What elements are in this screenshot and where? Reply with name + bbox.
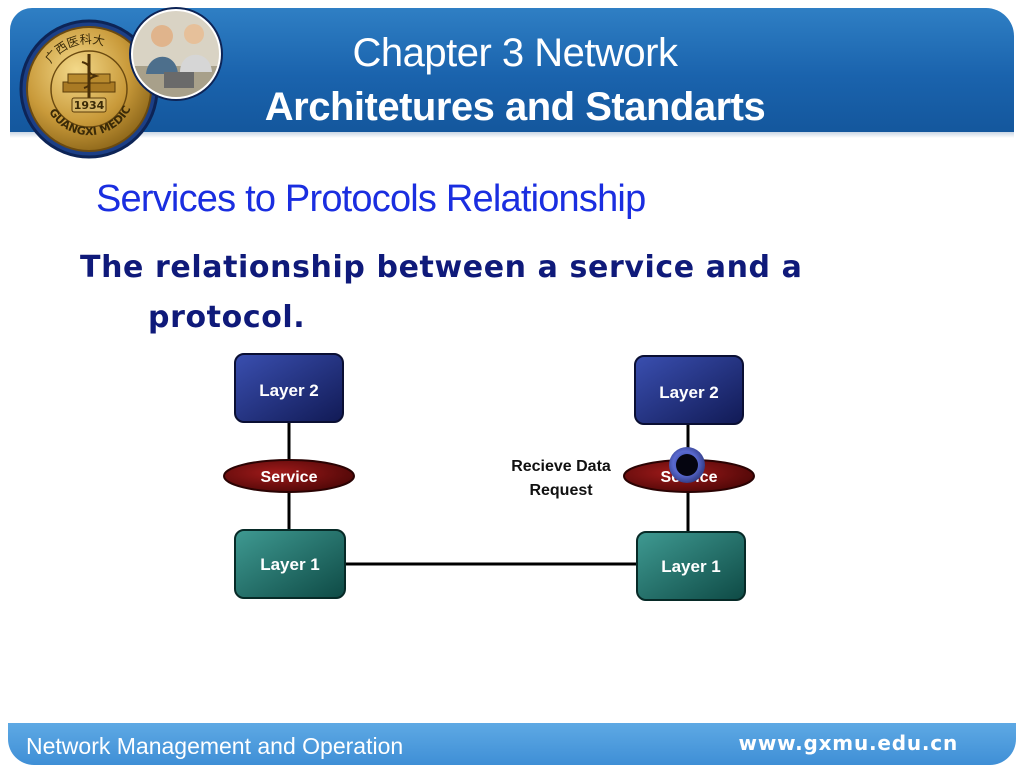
service-protocol-diagram: Layer 2 Service Layer 1 Layer 2 Service … bbox=[223, 353, 755, 601]
footer-course-name: Network Management and Operation bbox=[26, 733, 404, 759]
paragraph-line2: protocol. bbox=[148, 300, 306, 335]
header-shadow bbox=[10, 132, 1014, 138]
right-layer1-label: Layer 1 bbox=[661, 557, 721, 576]
left-layer1-label: Layer 1 bbox=[260, 555, 320, 574]
annotation-line1: Recieve Data bbox=[511, 458, 611, 475]
university-logo: GUANGXI MEDICAL UNIVERSITY 广西医科大 1934 bbox=[18, 18, 159, 159]
section-title: Services to Protocols Relationship bbox=[96, 178, 646, 220]
left-service-label: Service bbox=[261, 469, 318, 486]
logo-year: 1934 bbox=[74, 99, 105, 112]
slide-title-line2: Architetures and Standarts bbox=[264, 85, 766, 129]
request-token-icon bbox=[669, 447, 705, 483]
right-layer2-box: Layer 2 bbox=[634, 355, 744, 425]
body-paragraph: The relationship between a service and a… bbox=[80, 243, 900, 343]
right-layer1-box: Layer 1 bbox=[636, 531, 746, 601]
team-photo bbox=[129, 7, 223, 101]
slide-title: Chapter 3 Network Architetures and Stand… bbox=[210, 26, 820, 134]
left-layer2-label: Layer 2 bbox=[259, 381, 319, 400]
left-service-ellipse: Service bbox=[223, 459, 355, 493]
footer-website: www.gxmu.edu.cn bbox=[738, 731, 958, 755]
left-layer2-box: Layer 2 bbox=[234, 353, 344, 423]
paragraph-line1: The relationship between a service and a bbox=[80, 250, 803, 285]
footer-band bbox=[8, 723, 1016, 765]
slide-title-line1: Chapter 3 Network bbox=[352, 31, 678, 75]
right-layer2-label: Layer 2 bbox=[659, 383, 719, 402]
annotation-line2: Request bbox=[529, 482, 593, 499]
left-layer1-box: Layer 1 bbox=[234, 529, 346, 599]
